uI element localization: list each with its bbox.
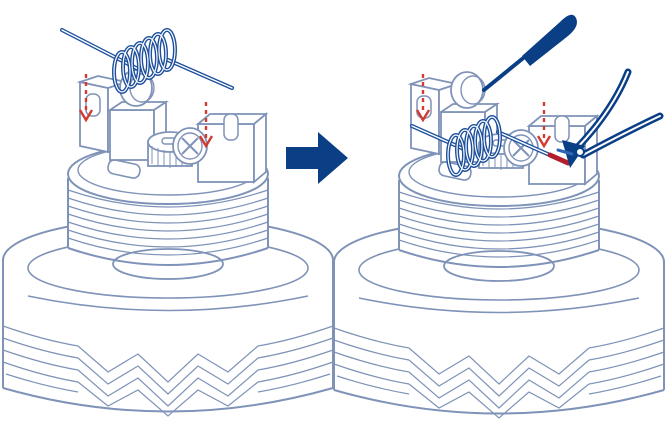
trimmed-lead — [547, 152, 571, 166]
screwdriver-icon — [482, 14, 577, 92]
step-after-cut — [333, 14, 665, 419]
guide-arrow-right — [536, 102, 552, 149]
guide-arrow-left — [78, 74, 94, 123]
step-before-cut — [2, 28, 334, 417]
coil-installed — [410, 115, 571, 177]
pliers-icon — [556, 68, 664, 168]
coil-wire — [60, 28, 234, 94]
atomizer-left — [2, 69, 334, 417]
right-arrow-icon — [286, 132, 348, 184]
guide-arrow-right — [198, 102, 214, 149]
guide-arrow-left — [415, 74, 431, 123]
